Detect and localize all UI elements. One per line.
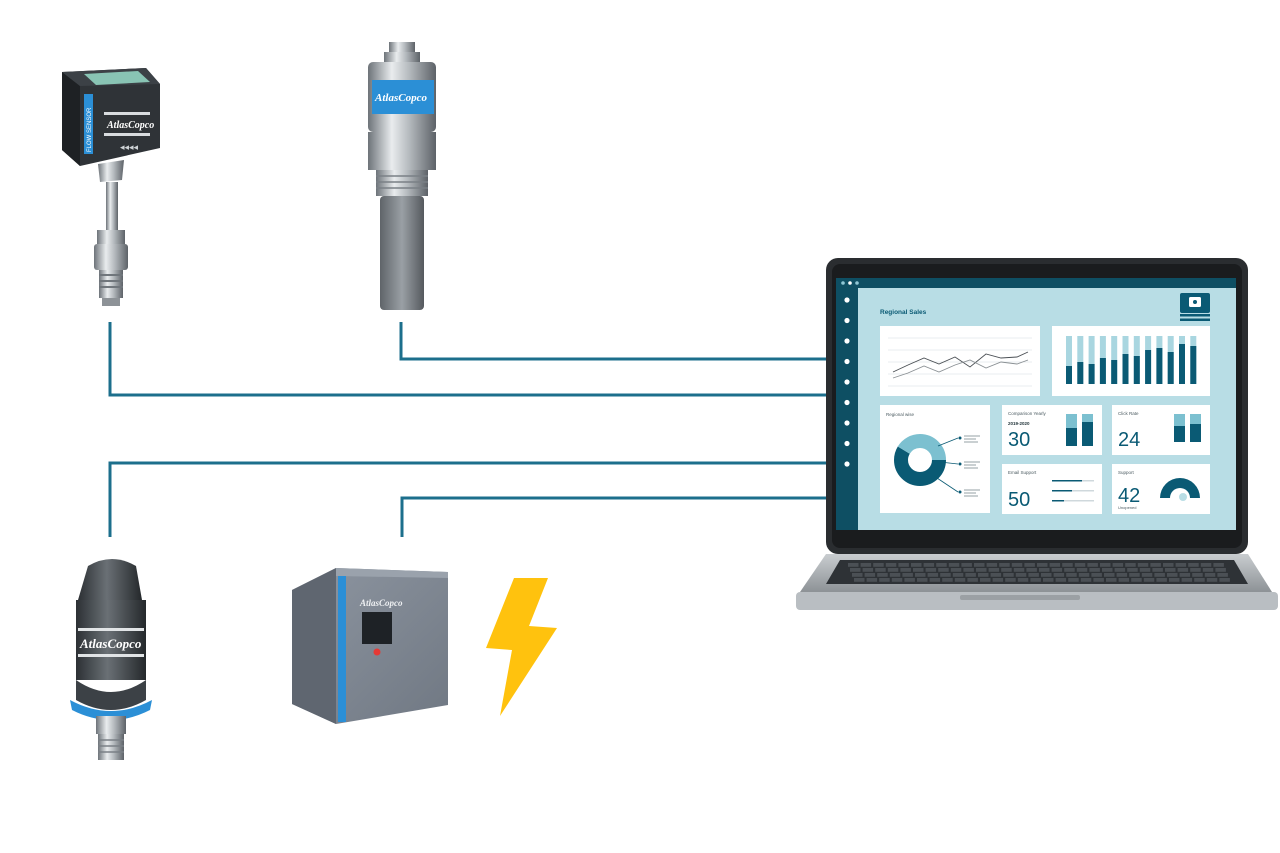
connector-lines	[108, 322, 826, 537]
chat-icon[interactable]	[844, 358, 850, 365]
cabinet-indicator-light	[373, 648, 381, 656]
bar-chart-bar	[1167, 352, 1174, 384]
home-icon[interactable]	[844, 297, 850, 303]
pressure-sensor-brand: AtlasCopco	[79, 636, 142, 651]
user-icon[interactable]	[844, 461, 850, 467]
mail-icon[interactable]	[844, 420, 850, 426]
click-rate-label: Click Rate	[1118, 411, 1139, 416]
flow-sensor: FLOW SENSOR AtlasCopco ◂◂◂◂	[62, 68, 160, 306]
bar-chart-icon[interactable]	[844, 338, 850, 344]
dewpoint-brand-band	[372, 80, 434, 114]
support-label: Support	[1118, 470, 1135, 475]
flow-sensor-arrow-icon: ◂◂◂◂	[120, 142, 139, 152]
support-card: Support 42 Unopened	[1112, 464, 1210, 514]
click-rate-card: Click Rate 24	[1112, 405, 1210, 455]
email-support-label: Email Support	[1008, 470, 1037, 475]
bar-chart-bar	[1122, 354, 1129, 384]
bar-chart-bar	[1145, 350, 1152, 384]
regional-wise-label: Regional wise	[886, 412, 915, 417]
bar-chart-card	[1052, 326, 1210, 396]
bar-chart-bar	[1088, 364, 1095, 384]
connector-dewpoint-sensor	[399, 322, 826, 361]
support-gauge	[1160, 478, 1200, 498]
bar-chart-bar	[1077, 362, 1084, 384]
dashboard-wifi-badge[interactable]	[1180, 293, 1210, 321]
bar-chart-bar	[1190, 346, 1197, 384]
bar-chart-bar	[1179, 344, 1185, 384]
bar-chart-bar	[1099, 358, 1106, 384]
dewpoint-sensor-brand: AtlasCopco	[374, 92, 427, 104]
search-icon[interactable]	[844, 317, 850, 324]
connector-power-cabinet	[400, 496, 826, 537]
connector-pressure-sensor	[108, 461, 826, 537]
pressure-sensor-blue-ring	[70, 700, 152, 720]
dewpoint-sensor: AtlasCopco	[368, 42, 436, 310]
laptop-trackpad-edge	[960, 595, 1080, 600]
cabinet-blue-stripe	[338, 576, 346, 722]
power-meter-cabinet: AtlasCopco	[292, 568, 448, 724]
bar-chart-bar	[1111, 360, 1118, 384]
phone-icon[interactable]	[844, 399, 850, 406]
send-icon[interactable]	[844, 440, 850, 447]
flow-sensor-brand: AtlasCopco	[106, 120, 154, 131]
regional-wise-card: Regional wise	[880, 405, 990, 513]
screen-top-bar	[836, 278, 1236, 288]
comparison-label: Comparison Yearly	[1008, 411, 1047, 416]
cabinet-display	[362, 612, 392, 644]
comparison-value: 30	[1008, 429, 1030, 451]
dashboard-title: Regional Sales	[880, 309, 927, 316]
connector-flow-sensor	[108, 322, 826, 397]
dashboard-sidebar	[836, 288, 858, 530]
pressure-sensor: AtlasCopco	[70, 559, 152, 760]
lightning-bolt-icon	[486, 578, 557, 716]
bar-chart-bar	[1133, 356, 1140, 384]
cabinet-brand: AtlasCopco	[359, 598, 403, 608]
support-value: 42	[1118, 485, 1140, 507]
bar-chart-bar	[1066, 366, 1072, 384]
laptop: Regional Sales Regional	[796, 258, 1278, 610]
support-sublabel: Unopened	[1118, 505, 1136, 510]
flow-sensor-blue-stripe	[84, 94, 93, 154]
bar-chart-bar	[1156, 348, 1163, 384]
flow-sensor-side-label: FLOW SENSOR	[87, 107, 93, 152]
email-support-card: Email Support 50	[1002, 464, 1102, 514]
sidebar-icon-list	[844, 297, 850, 467]
comparison-sublabel: 2019-2020	[1008, 421, 1030, 426]
line-chart-card	[880, 326, 1040, 396]
click-rate-value: 24	[1118, 429, 1140, 451]
comparison-yearly-card: Comparison Yearly 2019-2020 30	[1002, 405, 1102, 455]
email-support-value: 50	[1008, 489, 1030, 511]
globe-icon[interactable]	[844, 379, 850, 385]
